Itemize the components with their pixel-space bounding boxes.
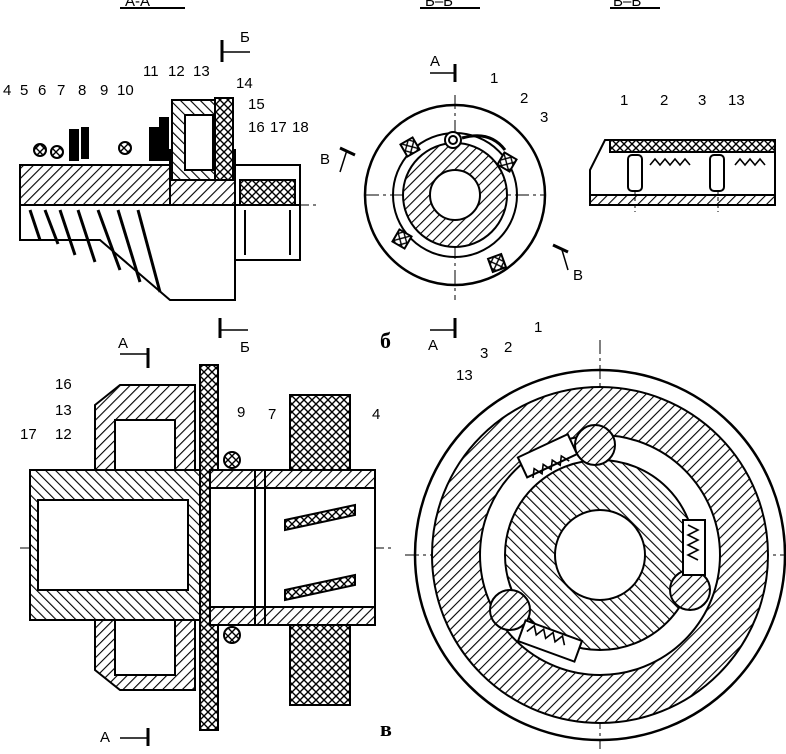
section-vv bbox=[589, 7, 776, 212]
view-letter-v: в bbox=[380, 716, 392, 741]
section-label-bb: Б–Б bbox=[425, 0, 454, 10]
bb-number: 3 bbox=[540, 109, 549, 126]
aa-number: 10 bbox=[117, 82, 134, 99]
cut-mark-a-bb-bot: А bbox=[428, 337, 439, 354]
vv-number: 3 bbox=[698, 92, 707, 109]
aa-number: 11 bbox=[143, 63, 159, 80]
vv-number: 1 bbox=[620, 92, 629, 109]
aa-number: 17 bbox=[270, 119, 287, 136]
aa-number: 6 bbox=[38, 82, 47, 99]
view-v-right bbox=[405, 340, 786, 749]
aa-number: 18 bbox=[292, 119, 309, 136]
cut-mark-v-left: В bbox=[320, 151, 331, 168]
v-left-number: 9 bbox=[237, 404, 246, 421]
aa-number: 8 bbox=[78, 82, 87, 99]
v-left-number: 7 bbox=[268, 406, 277, 423]
aa-number: 12 bbox=[168, 63, 185, 80]
v-right-number: 1 bbox=[534, 319, 543, 336]
aa-number: 7 bbox=[57, 82, 66, 99]
section-label-aa: А-А bbox=[125, 0, 151, 10]
aa-number: 14 bbox=[236, 75, 253, 92]
aa-number: 9 bbox=[100, 82, 109, 99]
v-left-number: 13 bbox=[55, 402, 72, 419]
bb-number: 2 bbox=[520, 90, 529, 107]
view-letter-b: б bbox=[380, 328, 391, 353]
v-left-number: 4 bbox=[372, 406, 381, 423]
aa-number: 13 bbox=[193, 63, 210, 80]
aa-number: 16 bbox=[248, 119, 265, 136]
vv-number: 2 bbox=[660, 92, 669, 109]
view-v-left bbox=[20, 318, 395, 746]
v-left-number: 17 bbox=[20, 426, 37, 443]
cut-mark-a-v-bot: А bbox=[100, 729, 111, 746]
aa-number: 4 bbox=[3, 82, 12, 99]
v-left-number: 12 bbox=[55, 426, 72, 443]
aa-number: 15 bbox=[248, 96, 265, 113]
section-label-vv: В–В bbox=[613, 0, 642, 10]
aa-number: 5 bbox=[20, 82, 29, 99]
bb-number: 1 bbox=[490, 70, 499, 87]
section-aa bbox=[19, 7, 320, 301]
v-left-number: 16 bbox=[55, 376, 72, 393]
cut-mark-a-v-top: А bbox=[118, 335, 129, 352]
cut-mark-b-top: Б bbox=[240, 29, 250, 46]
section-bb bbox=[339, 7, 569, 338]
cut-mark-v-right: В bbox=[573, 267, 584, 284]
v-right-number: 3 bbox=[480, 345, 489, 362]
cut-mark-a-bb-top: А bbox=[430, 53, 441, 70]
cut-mark-b-mid: Б bbox=[240, 339, 250, 356]
v-right-number: 13 bbox=[456, 367, 473, 384]
vv-number: 13 bbox=[728, 92, 745, 109]
v-right-number: 2 bbox=[504, 339, 513, 356]
